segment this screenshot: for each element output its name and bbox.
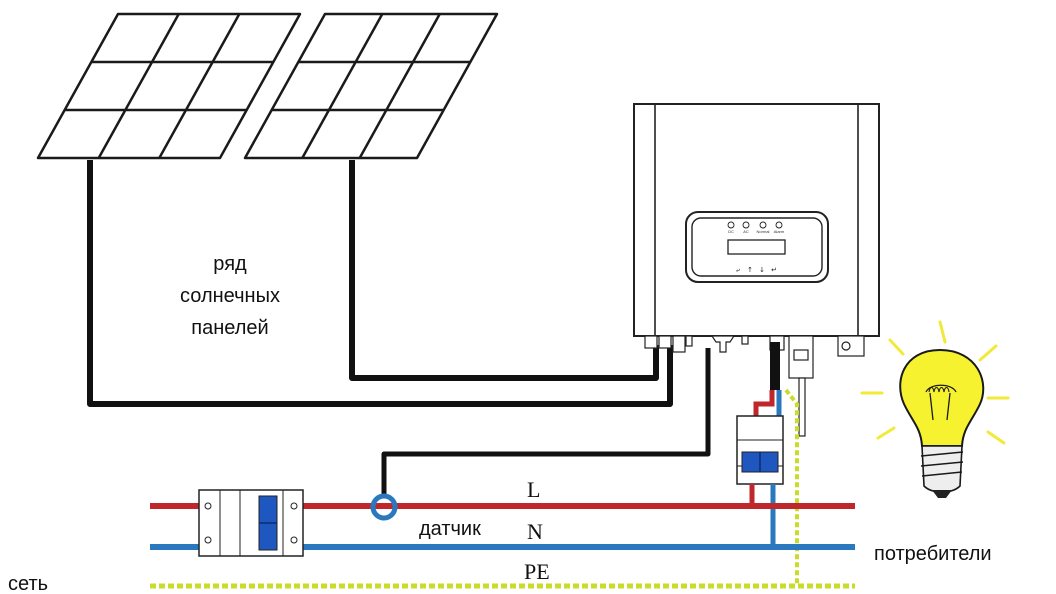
current-sensor-ring bbox=[370, 493, 398, 521]
sensor-cable bbox=[381, 348, 711, 494]
sensor-label: датчик bbox=[419, 518, 481, 540]
line-n-label: N bbox=[527, 519, 543, 544]
inverter-connectors bbox=[644, 335, 865, 437]
led-label-ac: AC bbox=[743, 229, 749, 234]
inverter-button-enter: ↵ bbox=[771, 266, 777, 274]
inverter-buttons: ⤶ ↑ ↓ ↵ bbox=[736, 266, 777, 274]
panel-array-label: ряд солнечных панелей bbox=[180, 253, 280, 339]
led-label-dc: DC bbox=[728, 229, 734, 234]
solar-panel-left bbox=[36, 12, 302, 160]
light-bulb-icon bbox=[860, 320, 1010, 498]
led-label-alarm: Alarm bbox=[774, 229, 785, 234]
solar-panel-right bbox=[243, 12, 499, 160]
inverter-button-back: ⤶ bbox=[736, 266, 740, 274]
grid-main-breaker bbox=[198, 489, 304, 557]
line-pe-label: PE bbox=[524, 559, 550, 584]
inverter: DC AC Normal Alarm ⤶ ↑ ↓ ↵ bbox=[633, 103, 880, 437]
inverter-button-down: ↓ bbox=[759, 266, 765, 274]
grid-label: сеть bbox=[8, 573, 49, 594]
inverter-button-up: ↑ bbox=[747, 266, 753, 274]
inverter-ac-breaker bbox=[736, 415, 784, 485]
led-label-normal: Normal bbox=[757, 229, 770, 234]
consumers-label: потребители bbox=[874, 543, 992, 565]
dc-cable-right-panel bbox=[349, 160, 659, 381]
line-l-label: L bbox=[527, 477, 541, 502]
inverter-led-indicators: DC AC Normal Alarm bbox=[727, 221, 785, 234]
ac-output-cable bbox=[753, 342, 799, 586]
dc-cable-left-panel bbox=[87, 160, 673, 407]
